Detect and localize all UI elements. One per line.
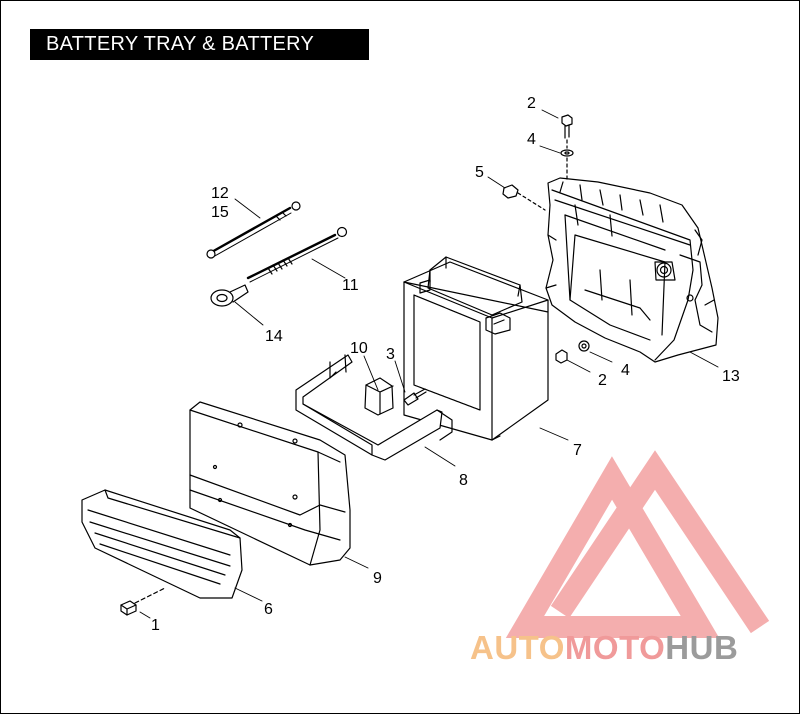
callout-4-lower: 4 xyxy=(621,362,630,379)
callout-6: 6 xyxy=(264,601,273,618)
watermark-logo-icon xyxy=(505,450,770,638)
cable-part-11 xyxy=(246,226,348,283)
screw-part-2-lower xyxy=(555,349,568,364)
screw-part-1 xyxy=(120,600,137,616)
battery-cover-part-9 xyxy=(189,401,351,566)
callout-2-lower: 2 xyxy=(598,372,607,389)
callout-15: 15 xyxy=(211,204,229,221)
callout-2-upper: 2 xyxy=(527,95,536,112)
callout-7: 7 xyxy=(573,442,582,459)
watermark-text-auto: AUTO xyxy=(470,629,565,666)
callout-13: 13 xyxy=(722,368,740,385)
clamp-part-10 xyxy=(364,377,394,416)
callout-14: 14 xyxy=(265,328,283,345)
terminal-boot-part-14 xyxy=(210,284,249,307)
watermark-text-moto: MOTO xyxy=(564,629,666,666)
washer-part-4-upper xyxy=(560,149,574,157)
callout-10: 10 xyxy=(350,340,368,357)
trim-part-6 xyxy=(81,489,243,599)
callout-1: 1 xyxy=(151,617,160,634)
battery-strap-part-8 xyxy=(295,354,453,461)
battery-tray-part-13 xyxy=(545,177,719,363)
washer-part-4-lower xyxy=(578,340,590,352)
battery-part-7 xyxy=(403,256,549,441)
diagram-title: BATTERY TRAY & BATTERY xyxy=(30,29,369,60)
callout-4-upper: 4 xyxy=(527,131,536,148)
callout-12: 12 xyxy=(211,185,229,202)
fitting-part-5 xyxy=(502,184,546,211)
leader-1 xyxy=(134,587,166,604)
callout-5: 5 xyxy=(475,164,484,181)
screw-part-2-upper xyxy=(561,114,573,139)
cable-part-12-15 xyxy=(206,201,301,259)
callout-9: 9 xyxy=(373,570,382,587)
callout-3: 3 xyxy=(386,346,395,363)
callout-8: 8 xyxy=(459,472,468,489)
watermark-text: AUTOMOTOHUB xyxy=(470,629,738,667)
screw-part-3 xyxy=(403,388,427,406)
callout-11: 11 xyxy=(342,277,359,294)
watermark-text-hub: HUB xyxy=(665,629,739,666)
